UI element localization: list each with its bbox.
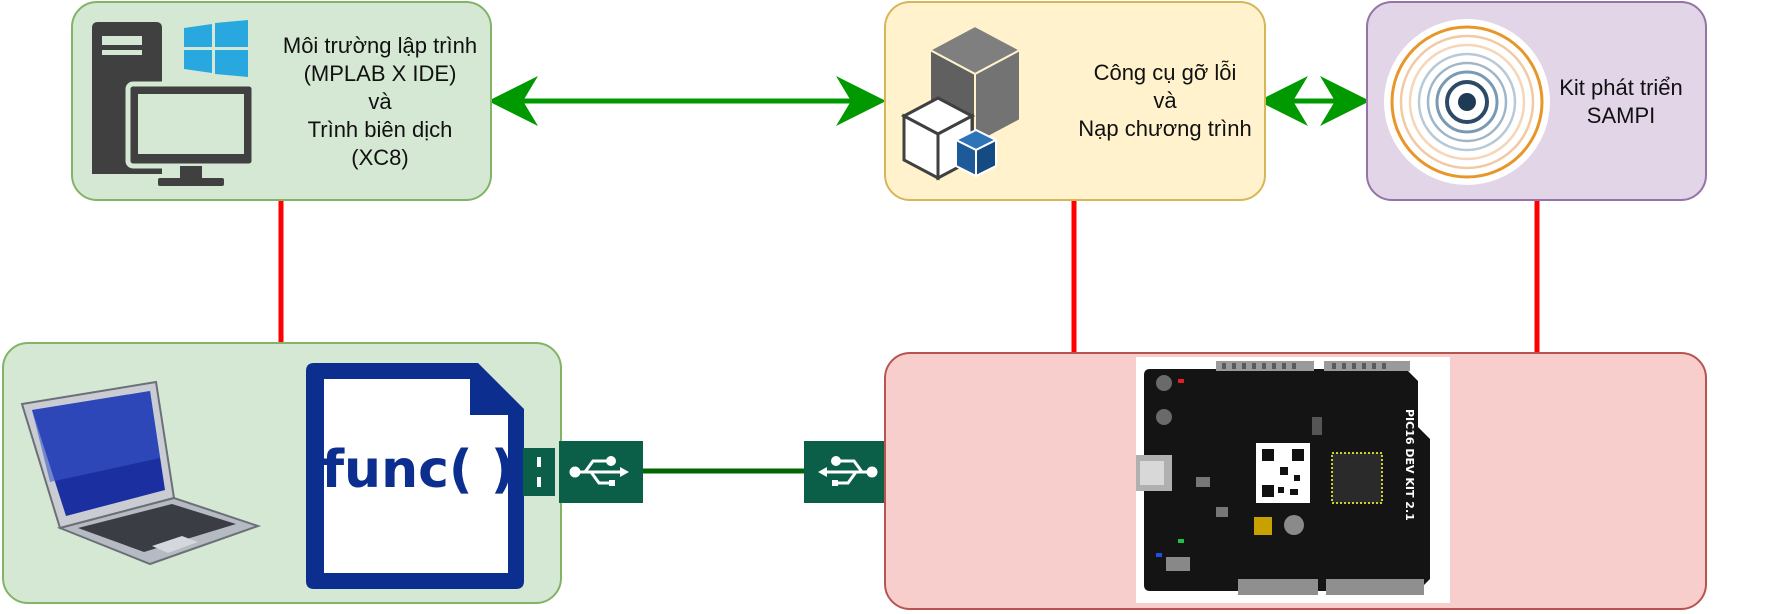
pic16-board-image: PIC16 DEV KIT 2.1: [1136, 357, 1450, 603]
kit-label-line-1: Kit phát triển: [1559, 75, 1683, 100]
function-code-text: func( ): [321, 440, 515, 500]
board-title: PIC16 DEV KIT 2.1: [1403, 409, 1416, 521]
ide-label-line-4: Trình biên dịch: [307, 117, 453, 142]
debugger-label-line-1: Công cụ gỡ lỗi: [1093, 60, 1237, 85]
laptop-icon: [20, 380, 262, 566]
package-boxes-icon: [900, 24, 1023, 181]
target-rings-icon: [1384, 19, 1550, 185]
kit-label-line-2: SAMPI: [1586, 103, 1656, 128]
ide-label: Môi trường lập trình (MPLAB X IDE) và Tr…: [270, 32, 490, 172]
usb-connector-icon: [523, 441, 643, 503]
kit-label: Kit phát triển SAMPI: [1536, 74, 1706, 130]
ide-label-line-3: và: [368, 89, 392, 114]
ide-label-line-1: Môi trường lập trình: [282, 33, 478, 58]
desktop-computer-icon: [92, 22, 257, 186]
windows-logo-icon: [184, 20, 248, 77]
ide-label-line-5: (XC8): [351, 145, 409, 170]
function-file-icon: [306, 363, 524, 589]
debugger-label: Công cụ gỡ lỗi và Nạp chương trình: [1062, 59, 1268, 143]
debugger-label-line-2: và: [1153, 88, 1177, 113]
ide-label-line-2: (MPLAB X IDE): [303, 61, 457, 86]
debugger-label-line-3: Nạp chương trình: [1078, 116, 1252, 141]
